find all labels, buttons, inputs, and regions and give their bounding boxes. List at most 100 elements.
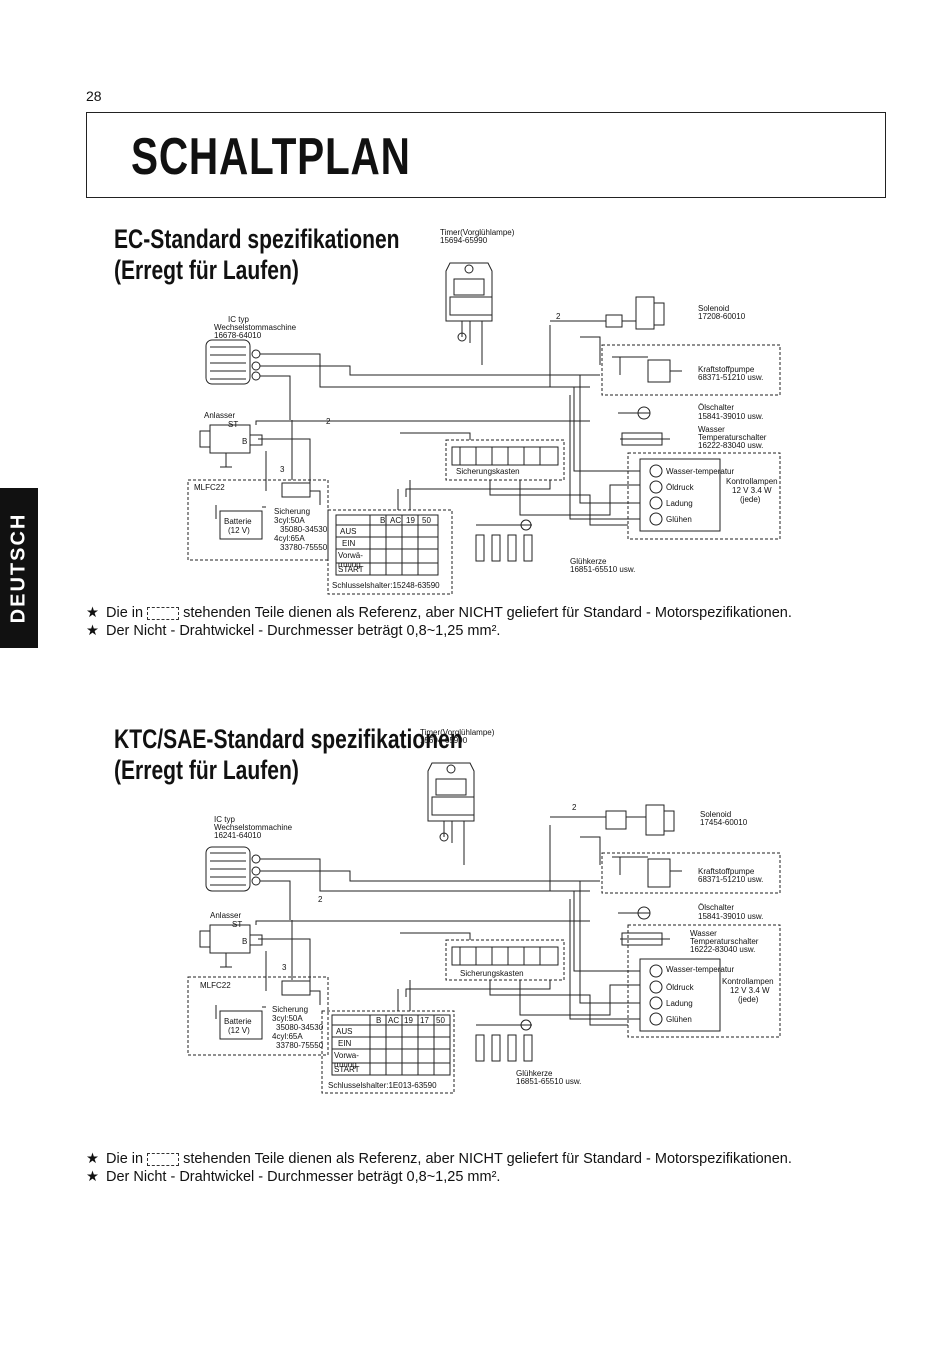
switch-row-start: START	[334, 1065, 360, 1074]
switch-col-19: 19	[406, 516, 415, 525]
control-lamps-each: (jede)	[740, 495, 761, 504]
control-lamps-label: Kontrollampen	[726, 477, 778, 486]
lamp-charge-label: Ladung	[666, 999, 693, 1008]
fuse-3cyl-label: 3cyl:50A	[274, 516, 305, 525]
alternator-part-number: 16241-64010	[214, 831, 262, 840]
solenoid-part-number: 17454-60010	[700, 818, 748, 827]
switch-col-b: B	[380, 516, 386, 525]
switch-row-aus: AUS	[340, 527, 357, 536]
dotted-box-icon	[147, 606, 180, 620]
oil-switch-part-number: 15841-39010 usw.	[698, 412, 764, 421]
side-tab-label: DEUTSCH	[7, 512, 30, 624]
note-2-ec: ★Der Nicht - Drahtwickel - Durchmesser b…	[86, 622, 500, 640]
alternator-part-number: 16678-64010	[214, 331, 262, 340]
alternator-label: Wechselstommachine	[214, 823, 293, 832]
section-1-title: EC-Standard spezifikationen (Erregt für …	[114, 224, 400, 286]
lamp-glow-label: Glühen	[666, 515, 692, 524]
glow-plug-label: Glühkerze	[516, 1069, 553, 1078]
wire-2-label: 2	[556, 312, 561, 321]
timer-part-number: 15694-65990	[440, 236, 488, 245]
section-1-title-line1: EC-Standard spezifikationen	[114, 224, 400, 254]
title-box: SCHALTPLAN	[86, 112, 886, 198]
switch-row-ein: EIN	[338, 1039, 352, 1048]
solenoid-part-number: 17208-60010	[698, 312, 746, 321]
fuel-pump-label: Kraftstoffpumpe	[698, 867, 755, 876]
fuse-box-label: Sicherungskasten	[460, 969, 524, 978]
oil-switch-part-number: 15841-39010 usw.	[698, 912, 764, 921]
language-side-tab: DEUTSCH	[0, 488, 38, 648]
starter-label: Anlasser	[204, 411, 236, 420]
note-2b-text: Der Nicht - Drahtwickel - Durchmesser be…	[106, 1169, 501, 1185]
st-terminal-label: ST	[228, 420, 239, 429]
glow-plug-label: Glühkerze	[570, 557, 607, 566]
page-number: 28	[86, 88, 102, 104]
star-icon: ★	[86, 605, 99, 621]
star-icon: ★	[86, 1151, 99, 1167]
starter-label: Anlasser	[210, 911, 242, 920]
fuse-label: Sicherung	[272, 1005, 309, 1014]
note-2-ktc: ★ Der Nicht - Drahtwickel - Durchmesser b…	[86, 1168, 500, 1186]
fuel-pump-label: Kraftstoffpumpe	[698, 365, 755, 374]
fuse-3cyl-label: 3cyl:50A	[272, 1014, 303, 1023]
wire-2-starter-label: 2	[326, 417, 331, 426]
solenoid-label: Solenoid	[700, 810, 732, 819]
page-title: SCHALTPLAN	[131, 128, 411, 186]
lamp-oil-pressure-label: Öldruck	[666, 983, 694, 992]
switch-row-aus: AUS	[336, 1027, 353, 1036]
mlfc22-label: MLFC22	[194, 483, 225, 492]
note-2-text: Der Nicht - Drahtwickel - Durchmesser be…	[106, 623, 501, 639]
timer-label: Timer(Vorglühlampe)	[440, 228, 515, 237]
timer-label: Timer(Vorglühlampe)	[420, 728, 495, 737]
wire-2-label: 2	[572, 803, 577, 812]
b-terminal-label: B	[242, 437, 248, 446]
switch-row-ein: EIN	[342, 539, 356, 548]
lamp-glow-label: Glühen	[666, 1015, 692, 1024]
section-2-title-line2: (Erregt für Laufen)	[114, 755, 299, 785]
wiring-diagram-ktc-sae-drawing	[187, 762, 781, 1094]
mlfc22-label: MLFC22	[200, 981, 231, 990]
fuse-label: Sicherung	[274, 507, 311, 516]
key-switch-label: Schlusselshalter:1E013-63590	[328, 1081, 437, 1090]
st-terminal-label: ST	[232, 920, 243, 929]
fuse-4cyl-part-number: 33780-75550	[280, 543, 328, 552]
fuse-3cyl-part-number: 35080-34530	[276, 1023, 324, 1032]
timer-part-number: 15694-65990	[420, 736, 468, 745]
temp-switch-label: Temperaturschalter	[698, 433, 767, 442]
fuel-pump-part-number: 68371-51210 usw.	[698, 875, 764, 884]
solenoid-label: Solenoid	[698, 304, 730, 313]
water-label: Wasser	[690, 929, 717, 938]
wire-3-label: 3	[280, 465, 285, 474]
battery-voltage: (12 V)	[228, 526, 250, 535]
wire-2-alt-label: 2	[318, 895, 323, 904]
control-lamps-spec: 12 V 3.4 W	[732, 486, 772, 495]
fuse-4cyl-part-number: 33780-75550	[276, 1041, 324, 1050]
lamp-oil-pressure-label: Öldruck	[666, 483, 694, 492]
wiring-diagram-ktc-sae: Timer(Vorglühlampe) 15694-65990 Solenoid…	[170, 725, 790, 1100]
section-2-title-line1: KTC/SAE-Standard spezifikationen	[114, 724, 463, 754]
temp-switch-label: Temperaturschalter	[690, 937, 759, 946]
note-prefix: Die in	[106, 1151, 144, 1167]
lamp-charge-label: Ladung	[666, 499, 693, 508]
wiring-diagram-ec-drawing	[187, 262, 781, 595]
switch-col-50: 50	[422, 516, 431, 525]
fuel-pump-part-number: 68371-51210 usw.	[698, 373, 764, 382]
wiring-diagram-ec: Timer(Vorglühlampe) 15694-65990 Solenoid…	[170, 225, 790, 600]
switch-row-start: START	[338, 565, 364, 574]
star-icon: ★	[86, 1169, 99, 1185]
control-lamps-each: (jede)	[738, 995, 759, 1004]
battery-label: Batterie	[224, 1017, 252, 1026]
section-2-title: KTC/SAE-Standard spezifikationen (Erregt…	[114, 724, 463, 786]
glow-plug-part-number: 16851-65510 usw.	[516, 1077, 582, 1086]
wire-3-label: 3	[282, 963, 287, 972]
lamp-water-temp-label: Wasser-temperatur	[666, 467, 735, 476]
key-switch-label: Schlusselshalter:15248-63590	[332, 581, 440, 590]
note-prefix: Die in	[106, 605, 144, 621]
temp-switch-part-number: 16222-83040 usw.	[690, 945, 756, 954]
switch-col-ac: AC	[388, 1016, 400, 1025]
dotted-box-icon	[147, 1152, 180, 1166]
oil-switch-label: Ölschalter	[698, 903, 735, 912]
switch-row-preheat: Vorwä-rmung	[338, 551, 363, 569]
fuse-box-label: Sicherungskasten	[456, 467, 520, 476]
